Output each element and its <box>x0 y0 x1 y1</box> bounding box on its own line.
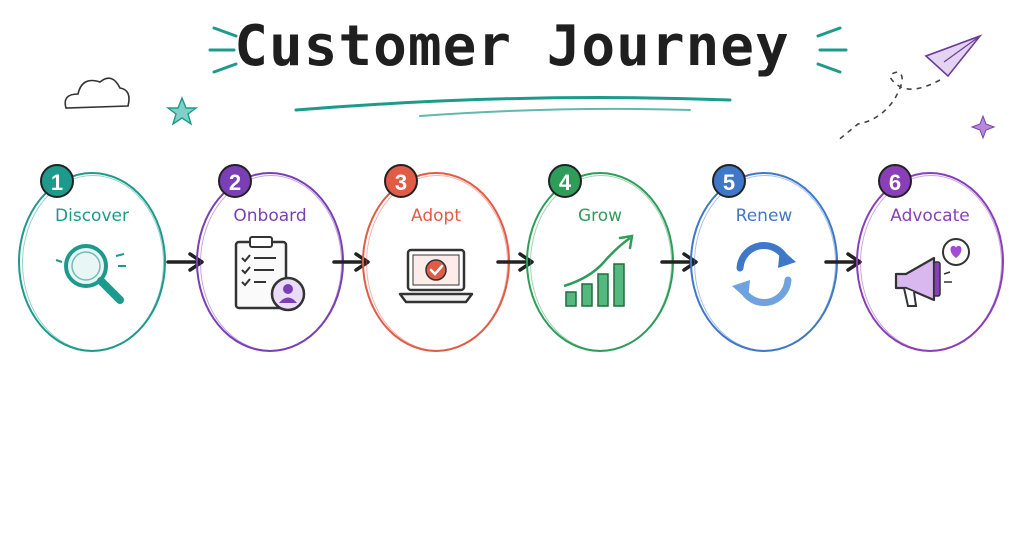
step-number-badge: 5 <box>712 164 746 198</box>
growth-chart-icon <box>563 234 634 307</box>
step-label: Advocate <box>890 206 970 226</box>
step-advocate: 6 Advocate <box>856 164 1004 352</box>
step-label: Renew <box>735 206 793 226</box>
step-number-badge: 1 <box>40 164 74 198</box>
step-label: Adopt <box>411 206 461 226</box>
clipboard-checklist-icon <box>234 236 306 312</box>
step-onboard: 2 Onboard <box>196 164 344 352</box>
step-number-badge: 6 <box>878 164 912 198</box>
step-label: Grow <box>577 206 623 226</box>
title-accent-right <box>816 26 848 74</box>
step-label: Onboard <box>233 206 307 226</box>
step-grow: 4 Grow <box>526 164 674 352</box>
magnifier-icon <box>55 244 126 304</box>
step-number-badge: 4 <box>548 164 582 198</box>
laptop-check-icon <box>398 248 474 304</box>
step-label: Discover <box>55 206 129 226</box>
step-renew: 5 Renew <box>690 164 838 352</box>
sparkle-icon <box>970 114 996 140</box>
step-number-badge: 3 <box>384 164 418 198</box>
page-title: Customer Journey <box>234 14 790 79</box>
step-adopt: 3 Adopt <box>362 164 510 352</box>
step-ring <box>18 172 166 352</box>
step-discover: 1 Discover <box>18 164 166 352</box>
title-underline <box>294 96 732 112</box>
cloud-icon <box>64 77 130 109</box>
title-accent-left <box>208 26 238 74</box>
step-number-badge: 2 <box>218 164 252 198</box>
refresh-cycle-icon <box>732 241 796 307</box>
megaphone-heart-icon <box>894 238 970 307</box>
step-ring <box>856 172 1004 352</box>
paper-plane-icon <box>924 34 983 78</box>
star-icon <box>165 96 199 126</box>
